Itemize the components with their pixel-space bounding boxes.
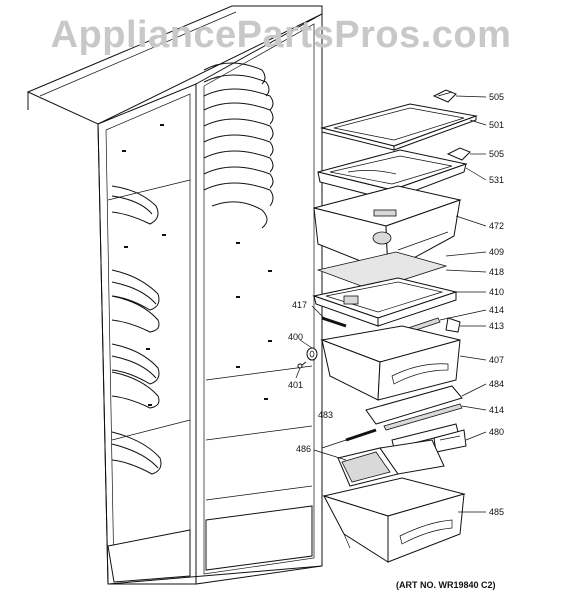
callout-501: 501 bbox=[489, 120, 504, 130]
drawer-485 bbox=[322, 477, 466, 563]
rail-414-lower bbox=[383, 403, 463, 431]
callout-414-lower: 414 bbox=[489, 405, 504, 415]
callout-400: 400 bbox=[288, 332, 303, 342]
callout-472: 472 bbox=[489, 221, 504, 231]
callout-483: 483 bbox=[318, 410, 333, 420]
callout-484: 484 bbox=[489, 379, 504, 389]
callout-414-upper: 414 bbox=[489, 305, 504, 315]
callout-531: 531 bbox=[489, 175, 504, 185]
callout-410: 410 bbox=[489, 287, 504, 297]
shelf-clip-505-lower bbox=[446, 147, 471, 161]
drawer-front-484 bbox=[365, 385, 463, 425]
support-486 bbox=[337, 439, 445, 487]
callout-480: 480 bbox=[489, 427, 504, 437]
callout-407: 407 bbox=[489, 355, 504, 365]
callout-401: 401 bbox=[288, 380, 303, 390]
callout-505-top: 505 bbox=[489, 92, 504, 102]
screw-401 bbox=[297, 361, 307, 369]
callout-413: 413 bbox=[489, 321, 504, 331]
site-watermark: AppliancePartsPros.com bbox=[50, 14, 512, 56]
callout-505-lower: 505 bbox=[489, 149, 504, 159]
shelf-clip-505-top bbox=[432, 89, 457, 103]
refrigerator-cabinet bbox=[26, 5, 323, 585]
slide-480 bbox=[391, 423, 467, 453]
glass-shelf-501 bbox=[320, 103, 478, 151]
freezer-shelves bbox=[203, 62, 274, 229]
leader-lines bbox=[295, 95, 487, 513]
cabinet-top bbox=[26, 5, 323, 125]
callout-486: 486 bbox=[296, 444, 311, 454]
callout-labels: 505 501 505 531 472 409 418 410 417 414 … bbox=[288, 92, 504, 517]
callout-418: 418 bbox=[489, 267, 504, 277]
callout-485: 485 bbox=[489, 507, 504, 517]
callout-417: 417 bbox=[292, 300, 307, 310]
glass-panel-409 bbox=[316, 251, 448, 291]
door-bins bbox=[111, 185, 162, 475]
drawer-407 bbox=[320, 325, 461, 401]
callout-409: 409 bbox=[489, 247, 504, 257]
knob-400 bbox=[306, 347, 318, 361]
pan-cover-410 bbox=[312, 277, 458, 327]
liner-holes bbox=[122, 124, 272, 406]
art-number: (ART NO. WR19840 C2) bbox=[396, 580, 496, 590]
rod-417 bbox=[321, 316, 347, 328]
